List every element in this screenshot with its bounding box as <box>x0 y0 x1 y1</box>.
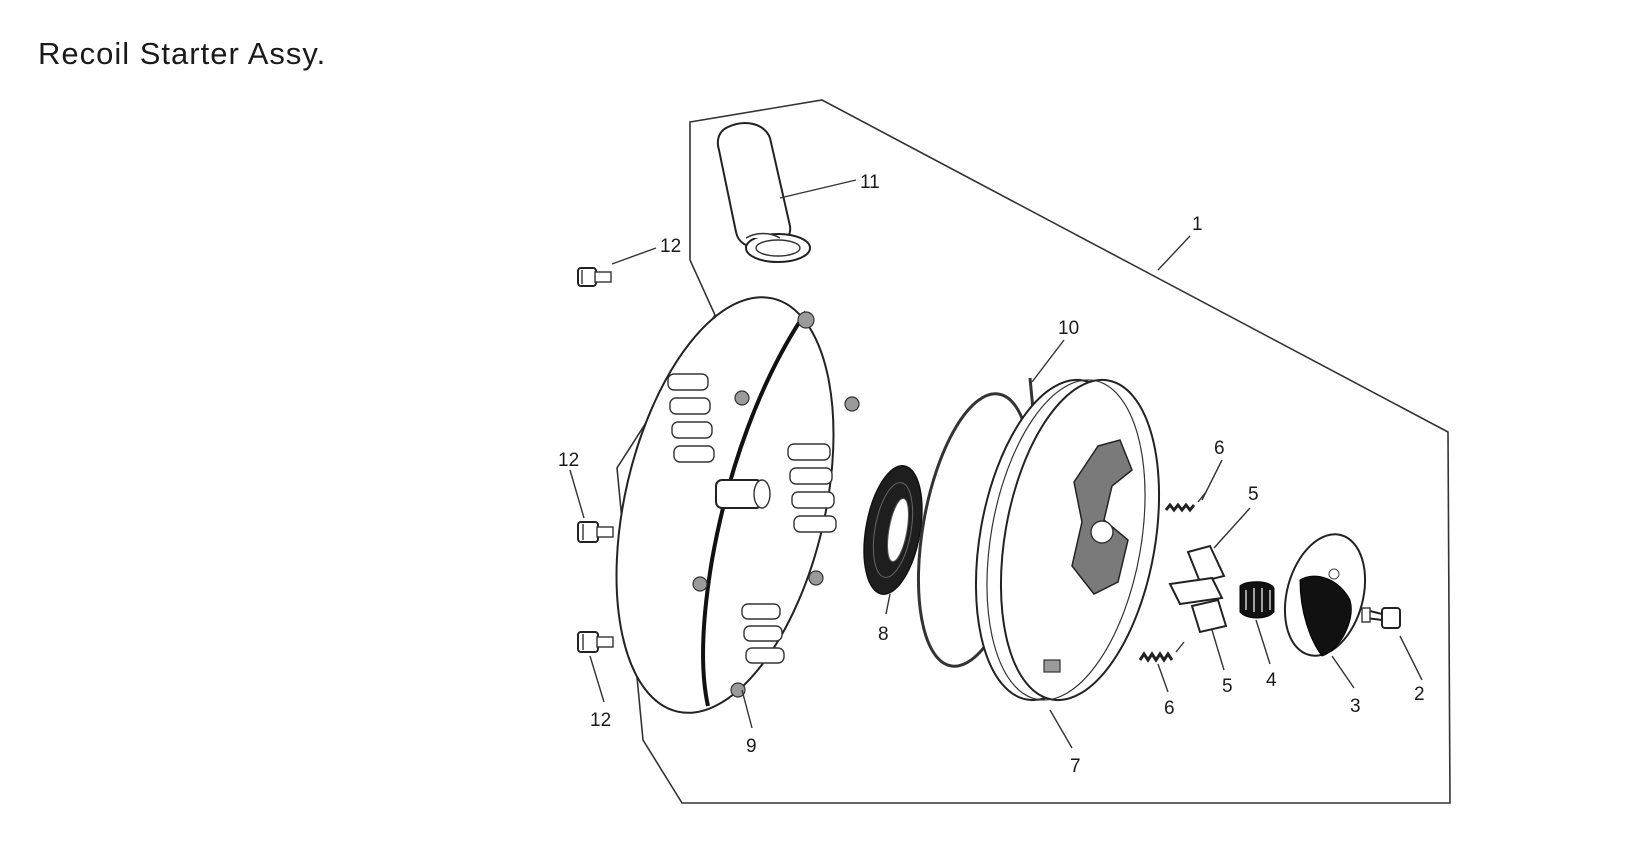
part-6-pawl-spring-top <box>1164 491 1207 513</box>
callout-5-top: 5 <box>1248 484 1259 505</box>
leader-7 <box>1049 709 1073 749</box>
callout-8: 8 <box>878 624 889 645</box>
callout-12-top: 12 <box>660 236 681 257</box>
leader-12c <box>589 655 605 703</box>
assembly-outline <box>616 99 1451 804</box>
leader-6b <box>1157 663 1169 693</box>
leader-10 <box>1031 339 1065 383</box>
part-12-bolt-top <box>577 267 612 287</box>
part-11-handle <box>716 122 811 263</box>
leader-5a <box>1213 507 1251 549</box>
leader-1 <box>1157 235 1191 271</box>
callout-6-top: 6 <box>1214 438 1225 459</box>
callout-7: 7 <box>1070 756 1081 777</box>
callout-5-bottom: 5 <box>1222 676 1233 697</box>
part-2-screw <box>1361 607 1401 629</box>
part-4-spring <box>1239 581 1275 619</box>
part-12-bolt-middle <box>577 521 614 543</box>
part-8-recoil-spring <box>863 465 923 595</box>
part-5-pawls <box>1168 544 1228 634</box>
callout-2: 2 <box>1414 684 1425 705</box>
callout-9: 9 <box>746 736 757 757</box>
part-7-pulley <box>974 378 1161 702</box>
callout-1: 1 <box>1192 214 1203 235</box>
leader-11 <box>779 179 857 199</box>
callout-11: 11 <box>860 172 880 193</box>
leader-12b <box>569 469 585 519</box>
part-9-starter-housing <box>615 296 860 714</box>
callout-6-bottom: 6 <box>1164 698 1175 719</box>
leader-5b <box>1211 629 1225 671</box>
part-6-pawl-spring-bottom <box>1138 641 1185 663</box>
leader-12a <box>611 247 657 265</box>
leader-9 <box>741 689 753 729</box>
page-title: Recoil Starter Assy. <box>38 36 327 71</box>
leader-8 <box>885 593 891 615</box>
leader-3 <box>1331 655 1355 689</box>
callout-12-bottom: 12 <box>590 710 611 731</box>
leader-6a <box>1201 459 1223 501</box>
callout-12-middle: 12 <box>558 450 579 471</box>
leader-4 <box>1255 619 1271 665</box>
part-12-bolt-bottom <box>577 631 614 653</box>
part-3-ratchet-plate <box>1283 533 1367 657</box>
callout-10: 10 <box>1058 318 1079 339</box>
leader-2 <box>1399 635 1423 681</box>
callout-3: 3 <box>1350 696 1361 717</box>
callout-4: 4 <box>1266 670 1277 691</box>
